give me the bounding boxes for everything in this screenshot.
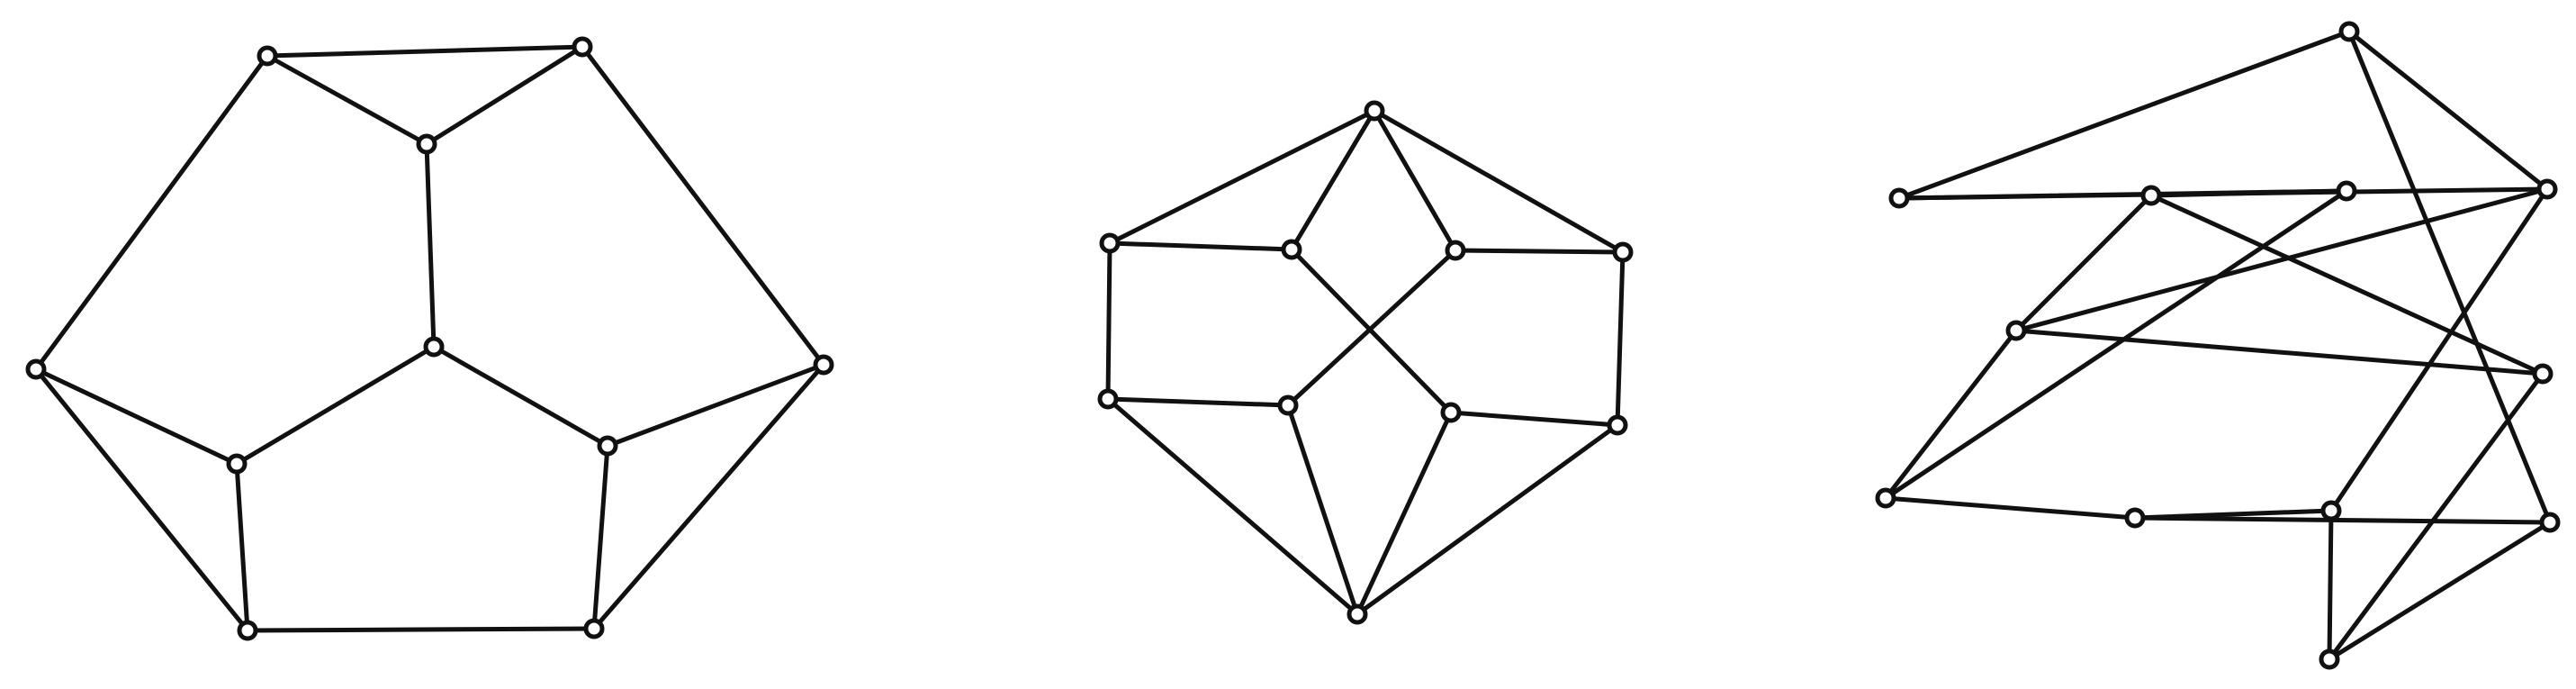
graph-2-edge-ll-bot [1105, 396, 1360, 617]
graph-1-node-h [237, 620, 258, 641]
graph-3-node-p11 [2539, 512, 2561, 533]
graph-3-edge-p3-p4 [2148, 188, 2349, 198]
graph-1-node-a [257, 45, 278, 67]
graph-3-node-p5 [2536, 178, 2558, 200]
graph-2-node-top [1364, 100, 1385, 122]
graph-1-node-j [813, 354, 834, 376]
graph-2-node-bot [1347, 603, 1368, 625]
graph-1-node-d [423, 336, 445, 358]
graph-1-edge-a-c [265, 53, 429, 147]
graph-2-edge-ucr-lcl [1285, 248, 1458, 408]
graph-3-edge-p8-p9 [1883, 495, 2138, 521]
graph-1-edge-f-h [33, 367, 250, 633]
graph-1-edge-a-b [265, 44, 585, 59]
graph-3-node-p7 [2532, 363, 2553, 385]
graph-3-edge-p6-p8 [1883, 328, 2019, 501]
graph-3-edge-p10-p12 [2327, 508, 2334, 662]
graph-3-edge-p9-p11 [2132, 515, 2553, 525]
graph-3-node-p6 [2005, 320, 2027, 341]
graph-2-edge-ul-ucl [1107, 240, 1294, 252]
graph-1-edge-g-j [605, 362, 826, 449]
graph-2-edge-lr-bot [1355, 422, 1620, 617]
graph-2-edge-lcl-bot [1285, 403, 1360, 617]
graph-3-edge-p2-p5 [2346, 29, 2550, 192]
graph-1-node-e [226, 453, 248, 475]
graph-3-edge-p11-p12 [2327, 520, 2553, 662]
graph-3-node-p1 [1888, 187, 1910, 209]
graph-1-edge-b-c [424, 44, 585, 147]
graph-3-node-p8 [1875, 487, 1896, 509]
graph-2-node-lcl [1277, 394, 1299, 416]
graph-2-edge-top-ucr [1372, 108, 1458, 253]
graph-2 [1097, 100, 1634, 625]
graph-1-edge-b-j [580, 44, 826, 367]
graph-3-edge-p3-p7 [2148, 193, 2545, 376]
graph-2-node-lcr [1440, 402, 1462, 423]
graph-2-node-ll [1097, 388, 1119, 410]
graph-2-node-ucl [1281, 239, 1302, 260]
graph-3-edge-p6-p7 [2013, 328, 2545, 376]
graph-1-edge-e-h [234, 461, 250, 633]
graph-2-edge-ucr-ur [1453, 248, 1626, 255]
graph-3 [1875, 21, 2561, 670]
graph-3-edge-p2-p11 [2346, 29, 2553, 525]
graph-3-edge-p3-p6 [2013, 193, 2154, 333]
graph-2-node-ul [1099, 232, 1121, 254]
graph-3-node-p9 [2124, 507, 2146, 529]
graph-2-edge-ll-lcl [1105, 396, 1291, 408]
graph-1-edge-f-e [33, 367, 239, 467]
graph-1 [25, 36, 834, 641]
graph-1-node-f [25, 358, 47, 380]
graph-2-edge-top-ur [1372, 108, 1626, 255]
graph-1-edge-g-i [591, 443, 610, 631]
graph-3-edge-p4-p8 [1883, 188, 2349, 501]
graph-1-edge-a-f [33, 53, 270, 372]
graph-1-node-g [597, 435, 618, 457]
graph-3-edge-p1-p2 [1896, 29, 2352, 201]
graph-3-edge-p5-p10 [2328, 186, 2550, 513]
graph-2-node-ur [1612, 241, 1634, 263]
graph-2-edge-top-ul [1107, 108, 1377, 246]
graph-1-edge-c-d [424, 141, 437, 349]
graph-2-edge-lcr-bot [1355, 410, 1454, 617]
graph-1-node-i [583, 618, 605, 639]
graph-3-node-p4 [2336, 180, 2357, 202]
graph-2-edge-lcr-lr [1448, 410, 1620, 428]
graph-1-edge-d-e [234, 344, 437, 467]
graph-3-node-p12 [2319, 648, 2340, 670]
graph-3-edge-p5-p6 [2013, 186, 2550, 333]
graph-2-edge-top-ucl [1289, 108, 1377, 252]
graph-1-node-c [416, 133, 437, 155]
graph-1-edge-d-g [431, 344, 610, 449]
graph-3-node-p3 [2140, 185, 2162, 206]
graph-3-node-p2 [2338, 21, 2360, 42]
graph-2-node-lr [1607, 414, 1628, 436]
graph-3-edge-p7-p12 [2327, 371, 2545, 662]
graph-2-node-ucr [1445, 240, 1466, 261]
graph-3-node-p10 [2320, 500, 2342, 521]
graph-1-node-b [572, 36, 593, 58]
graph-1-edge-j-i [591, 362, 826, 631]
graph-1-edge-h-i [245, 626, 597, 633]
graph-2-edge-ul-ll [1105, 240, 1112, 402]
graph-2-edge-ur-lr [1615, 249, 1626, 428]
